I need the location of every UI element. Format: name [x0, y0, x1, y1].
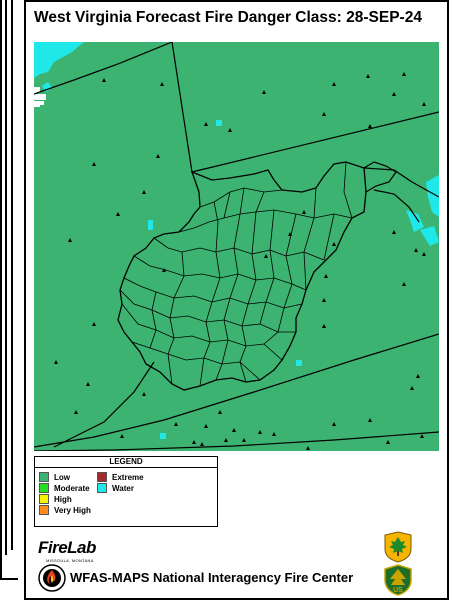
legend-title: LEGEND [35, 457, 217, 468]
legend-item-low: Low [39, 472, 70, 483]
swatch-moderate [39, 483, 49, 493]
legend-item-very-high: Very High [39, 505, 91, 516]
left-frame [0, 0, 18, 580]
firelab-seal-icon [38, 564, 66, 592]
us-forest-service-shield-icon: US [384, 564, 412, 596]
station-markers [54, 72, 426, 450]
lake-erie [34, 42, 84, 78]
wv-outline [117, 161, 367, 391]
state-boundaries [34, 42, 439, 451]
swatch-high [39, 494, 49, 504]
division-of-forestry-logo-icon [384, 531, 412, 563]
legend: LEGEND Low Extreme Moderate Water High V… [34, 456, 218, 527]
fire-danger-map [34, 42, 439, 451]
legend-item-moderate: Moderate [39, 483, 90, 494]
legend-item-water: Water [97, 483, 134, 494]
footer-text: WFAS-MAPS National Interagency Fire Cent… [70, 570, 354, 585]
swatch-extreme [97, 472, 107, 482]
map-title: West Virginia Forecast Fire Danger Class… [34, 9, 422, 26]
county-lines [119, 161, 353, 387]
no-data-pixels [34, 87, 46, 107]
swatch-very-high [39, 505, 49, 515]
map-panel: West Virginia Forecast Fire Danger Class… [24, 0, 449, 600]
legend-item-extreme: Extreme [97, 472, 144, 483]
firelab-subtitle: MISSOULA, MONTANA [46, 558, 94, 563]
swatch-low [39, 472, 49, 482]
firelab-logo: FireLab [38, 538, 96, 557]
bay-water [406, 175, 439, 246]
swatch-water [97, 483, 107, 493]
svg-text:US: US [393, 587, 403, 594]
legend-item-high: High [39, 494, 72, 505]
